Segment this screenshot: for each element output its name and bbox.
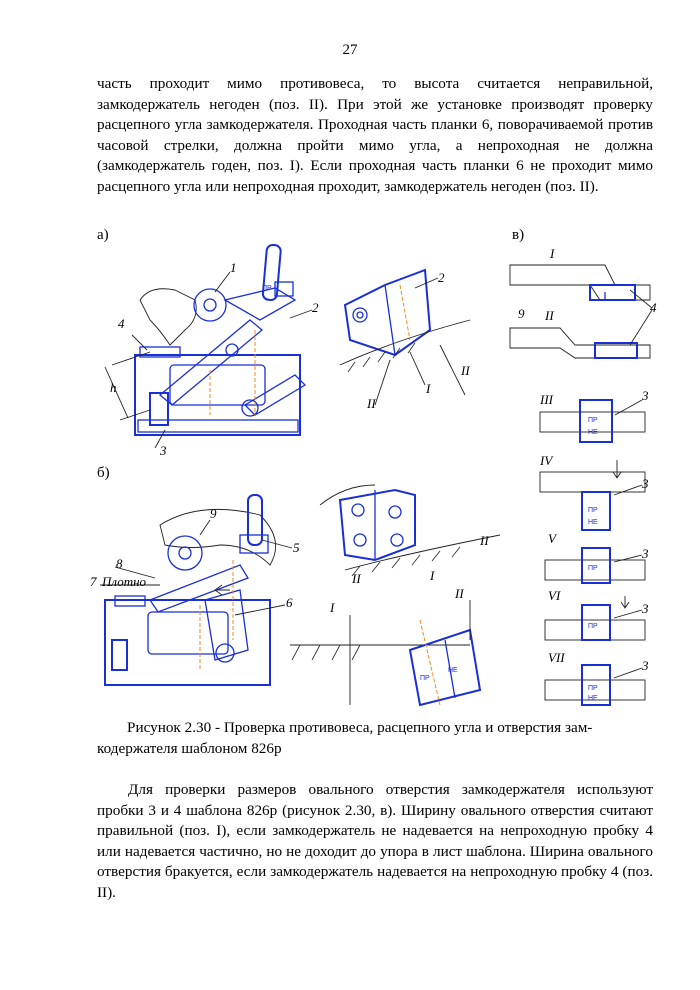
svg-text:НЕ: НЕ [588, 519, 598, 526]
panel-a-detail: 2 I II II [339, 268, 470, 411]
svg-text:3: 3 [641, 388, 649, 403]
svg-text:2: 2 [438, 270, 445, 285]
panel-b-device: 9 5 8 7 Плотно 6 [90, 494, 300, 686]
svg-text:НЕ: НЕ [448, 667, 458, 674]
callout-3: 3 [159, 443, 167, 458]
svg-text:V: V [548, 531, 558, 546]
callout-1: 1 [230, 260, 237, 275]
svg-text:VI: VI [548, 588, 561, 603]
svg-text:II: II [544, 308, 554, 323]
svg-text:9: 9 [518, 306, 525, 321]
callout-4: 4 [118, 316, 125, 331]
svg-text:ПР: ПР [588, 565, 598, 572]
svg-text:4: 4 [650, 300, 657, 315]
svg-text:НЕ: НЕ [588, 429, 598, 436]
caption-line-1: Рисунок 2.30 - Проверка противовеса, рас… [127, 719, 593, 736]
svg-text:ПР: ПР [588, 685, 598, 692]
panel-label-b: б) [97, 465, 110, 481]
svg-text:IV: IV [539, 453, 554, 468]
svg-text:II: II [479, 533, 489, 548]
svg-text:6: 6 [286, 595, 293, 610]
panel-label-a: а) [97, 227, 109, 243]
callout-2: 2 [312, 300, 319, 315]
panel-a-device: 1 2 4 3 h ПР [104, 243, 319, 458]
svg-text:8: 8 [116, 556, 123, 571]
svg-text:9: 9 [210, 506, 217, 521]
svg-text:ПР: ПР [588, 623, 598, 630]
svg-text:II: II [454, 586, 464, 601]
svg-text:ПР: ПР [262, 285, 272, 292]
svg-text:I: I [429, 568, 435, 583]
panel-label-v: в) [512, 227, 525, 243]
svg-text:НЕ: НЕ [588, 695, 598, 702]
svg-text:ПР: ПР [420, 675, 430, 682]
plotno-label: Плотно [101, 574, 147, 589]
page-number: 27 [342, 42, 358, 58]
svg-text:III: III [539, 392, 554, 407]
svg-text:3: 3 [641, 658, 649, 673]
svg-text:II: II [460, 363, 470, 378]
svg-text:3: 3 [641, 601, 649, 616]
caption-line-2: кодержателя шаблоном 826р [97, 739, 282, 757]
svg-text:5: 5 [293, 540, 300, 555]
svg-text:3: 3 [641, 476, 649, 491]
body-paragraph-top: часть проходит мимо противовеса, то высо… [97, 75, 653, 195]
svg-text:II: II [351, 571, 361, 586]
svg-text:3: 3 [641, 546, 649, 561]
svg-text:I: I [329, 600, 335, 615]
svg-text:I: I [425, 381, 431, 396]
body-paragraph-bottom: Для проверки размеров овального отверсти… [97, 781, 653, 901]
svg-text:ПР: ПР [588, 417, 598, 424]
svg-text:I: I [549, 246, 555, 261]
svg-text:VII: VII [548, 650, 565, 665]
svg-text:7: 7 [90, 574, 97, 589]
svg-text:II: II [366, 396, 376, 411]
figure-caption: Рисунок 2.30 - Проверка противовеса, рас… [97, 718, 653, 759]
svg-text:ПР: ПР [588, 507, 598, 514]
dimension-h: h [110, 380, 117, 395]
panel-v-plugs: I II 9 4 3 III ПР НЕ 3 IV ПР НЕ 3 V ПР [509, 246, 657, 706]
technical-figure: 1 2 4 3 h ПР 2 I II II [90, 243, 657, 707]
panel-b-detail: II II I I II ПР НЕ [290, 484, 501, 707]
